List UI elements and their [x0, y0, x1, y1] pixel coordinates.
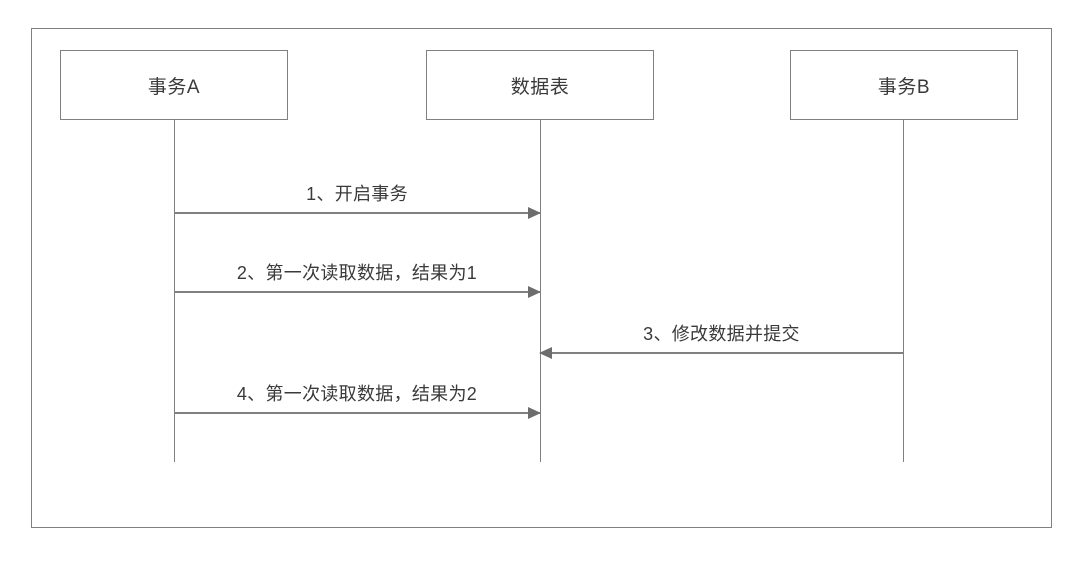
- participant-label-data-table: 数据表: [510, 76, 570, 98]
- participant-label-transaction-a: 事务A: [147, 76, 201, 98]
- message-4-line: [174, 412, 540, 414]
- arrowhead-right-icon: [528, 285, 541, 298]
- participant-label-transaction-b: 事务B: [877, 76, 931, 98]
- arrowhead-left-icon: [539, 346, 552, 359]
- message-4-label: 4、第一次读取数据，结果为2: [236, 384, 478, 404]
- message-3-label: 3、修改数据并提交: [643, 324, 800, 344]
- lifeline-transaction-b: [902, 120, 904, 462]
- participant-box-data-table[interactable]: 数据表: [426, 50, 654, 120]
- message-1-label: 1、开启事务: [306, 184, 408, 204]
- participant-box-transaction-a[interactable]: 事务A: [60, 50, 288, 120]
- message-3-line: [540, 352, 903, 354]
- message-1-line: [174, 212, 540, 214]
- participant-box-transaction-b[interactable]: 事务B: [790, 50, 1018, 120]
- message-2-label: 2、第一次读取数据，结果为1: [236, 263, 478, 283]
- message-2-line: [174, 291, 540, 293]
- arrowhead-right-icon: [528, 206, 541, 219]
- arrowhead-right-icon: [528, 406, 541, 419]
